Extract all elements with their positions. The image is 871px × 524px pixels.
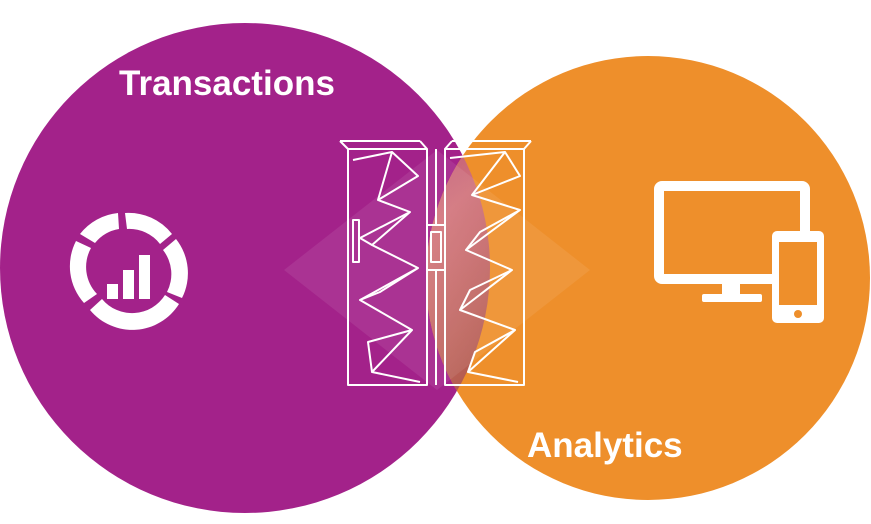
analytics-label: Analytics [527, 426, 683, 465]
desktop-and-phone-icon [654, 181, 824, 323]
transactions-label: Transactions [119, 64, 335, 103]
mainframe-server-icon [339, 140, 532, 386]
transactions-circle [0, 23, 490, 513]
analytics-circle [426, 56, 870, 500]
donut-bar-chart-icon [69, 212, 188, 330]
